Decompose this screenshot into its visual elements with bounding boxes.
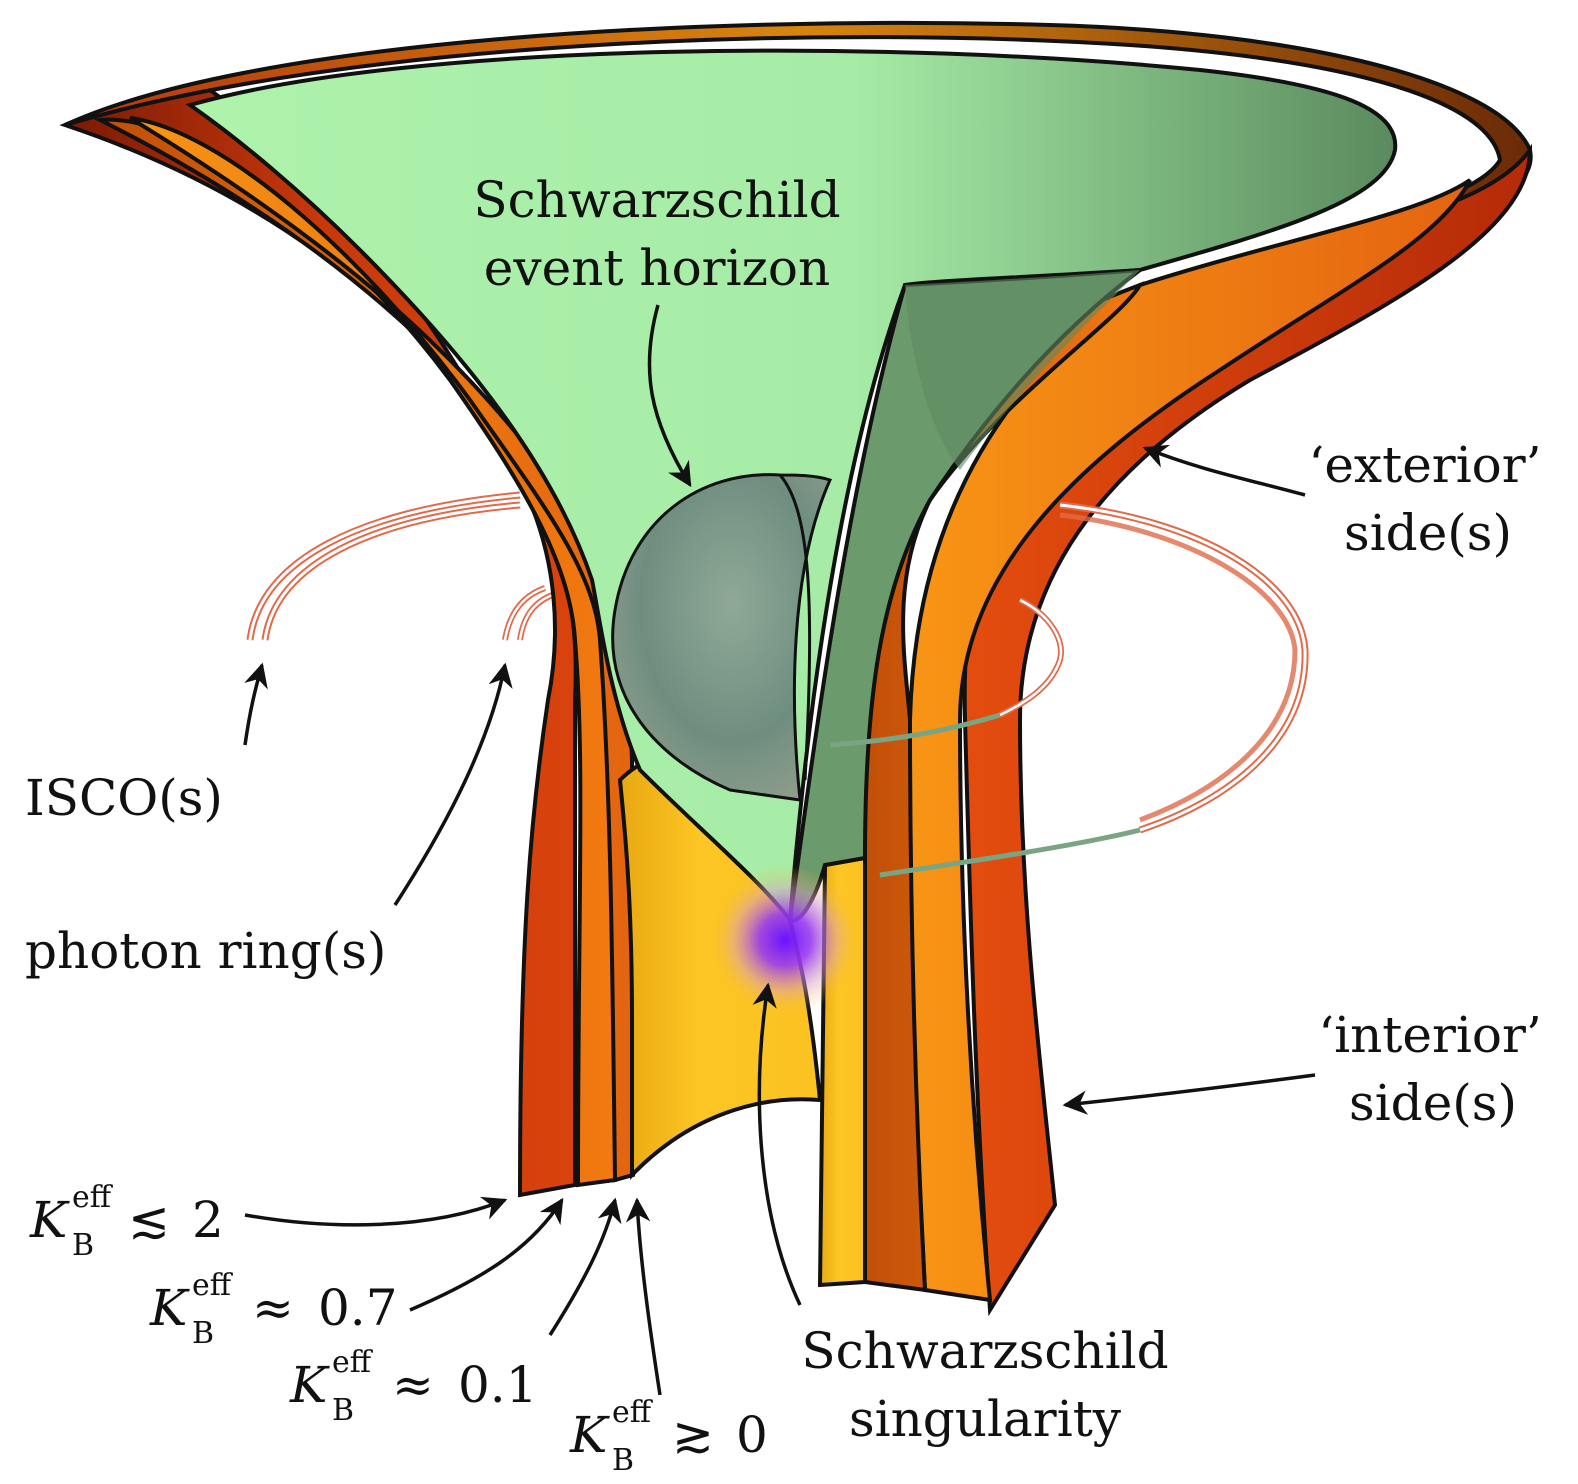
arrow-interior bbox=[1062, 1073, 1316, 1115]
label-interior: ‘interior’ side(s) bbox=[1318, 1006, 1542, 1132]
exterior-line1: ‘exterior’ bbox=[1308, 436, 1541, 494]
singularity-line1: Schwarzschild bbox=[801, 1322, 1168, 1380]
photon-ring-front bbox=[829, 597, 1064, 748]
arrow-kb-2 bbox=[244, 1196, 508, 1227]
kb-relation: ≲ bbox=[128, 1191, 170, 1249]
kb-label-2: K eff B ≲ 2 bbox=[29, 1180, 224, 1263]
arrow-kb-01 bbox=[548, 1197, 622, 1336]
kb-relation: ≈ bbox=[252, 1279, 294, 1337]
kb-value: 0.7 bbox=[318, 1279, 398, 1337]
kb-sub: B bbox=[72, 1228, 94, 1263]
label-event-horizon: Schwarzschild event horizon bbox=[473, 171, 840, 297]
singularity-line2: singularity bbox=[849, 1390, 1122, 1448]
kb-symbol: K bbox=[569, 1406, 610, 1464]
kb-sup: eff bbox=[192, 1268, 234, 1303]
kb-sup: eff bbox=[332, 1345, 374, 1380]
event-horizon-line1: Schwarzschild bbox=[473, 171, 840, 229]
kb-relation: ≈ bbox=[392, 1356, 434, 1414]
arrow-photon-ring bbox=[393, 662, 513, 906]
label-isco: ISCO(s) bbox=[25, 769, 223, 827]
kb-relation: ≳ bbox=[672, 1406, 714, 1464]
kb-sub: B bbox=[612, 1443, 634, 1478]
kb-symbol: K bbox=[149, 1279, 190, 1337]
exterior-line2: side(s) bbox=[1344, 504, 1512, 562]
arrow-exterior bbox=[1142, 444, 1306, 497]
kb-label-07: K eff B ≈ 0.7 bbox=[149, 1268, 398, 1351]
photon-ring-back bbox=[502, 585, 557, 641]
singularity-glow bbox=[710, 865, 860, 1015]
arrow-kb-07 bbox=[409, 1197, 564, 1312]
arrow-singularity bbox=[752, 982, 802, 1306]
kb-value: 0 bbox=[736, 1406, 768, 1464]
interior-line1: ‘interior’ bbox=[1318, 1006, 1542, 1064]
isco-ring-front bbox=[879, 501, 1309, 878]
isco-ring-back bbox=[246, 491, 521, 641]
kb-value: 0.1 bbox=[458, 1356, 538, 1414]
kb-sup: eff bbox=[612, 1395, 654, 1430]
event-horizon-sphere bbox=[611, 473, 833, 802]
kb-sub: B bbox=[332, 1393, 354, 1428]
kb-value: 2 bbox=[192, 1191, 224, 1249]
interior-line2: side(s) bbox=[1349, 1074, 1517, 1132]
kb-sub: B bbox=[192, 1316, 214, 1351]
kb-sup: eff bbox=[72, 1180, 114, 1215]
label-singularity: Schwarzschild singularity bbox=[801, 1322, 1168, 1448]
event-horizon-line2: event horizon bbox=[484, 239, 830, 297]
kb-label-01: K eff B ≈ 0.1 bbox=[289, 1345, 538, 1428]
arrow-kb-0 bbox=[625, 1197, 662, 1396]
kb-symbol: K bbox=[29, 1191, 70, 1249]
label-exterior: ‘exterior’ side(s) bbox=[1308, 436, 1541, 562]
arrow-isco bbox=[243, 662, 268, 746]
kb-symbol: K bbox=[289, 1356, 330, 1414]
kb-label-0: K eff B ≳ 0 bbox=[569, 1395, 768, 1478]
label-photon-ring: photon ring(s) bbox=[25, 922, 386, 980]
annotation-arrows bbox=[243, 304, 1316, 1396]
arrow-event-horizon bbox=[647, 304, 692, 488]
